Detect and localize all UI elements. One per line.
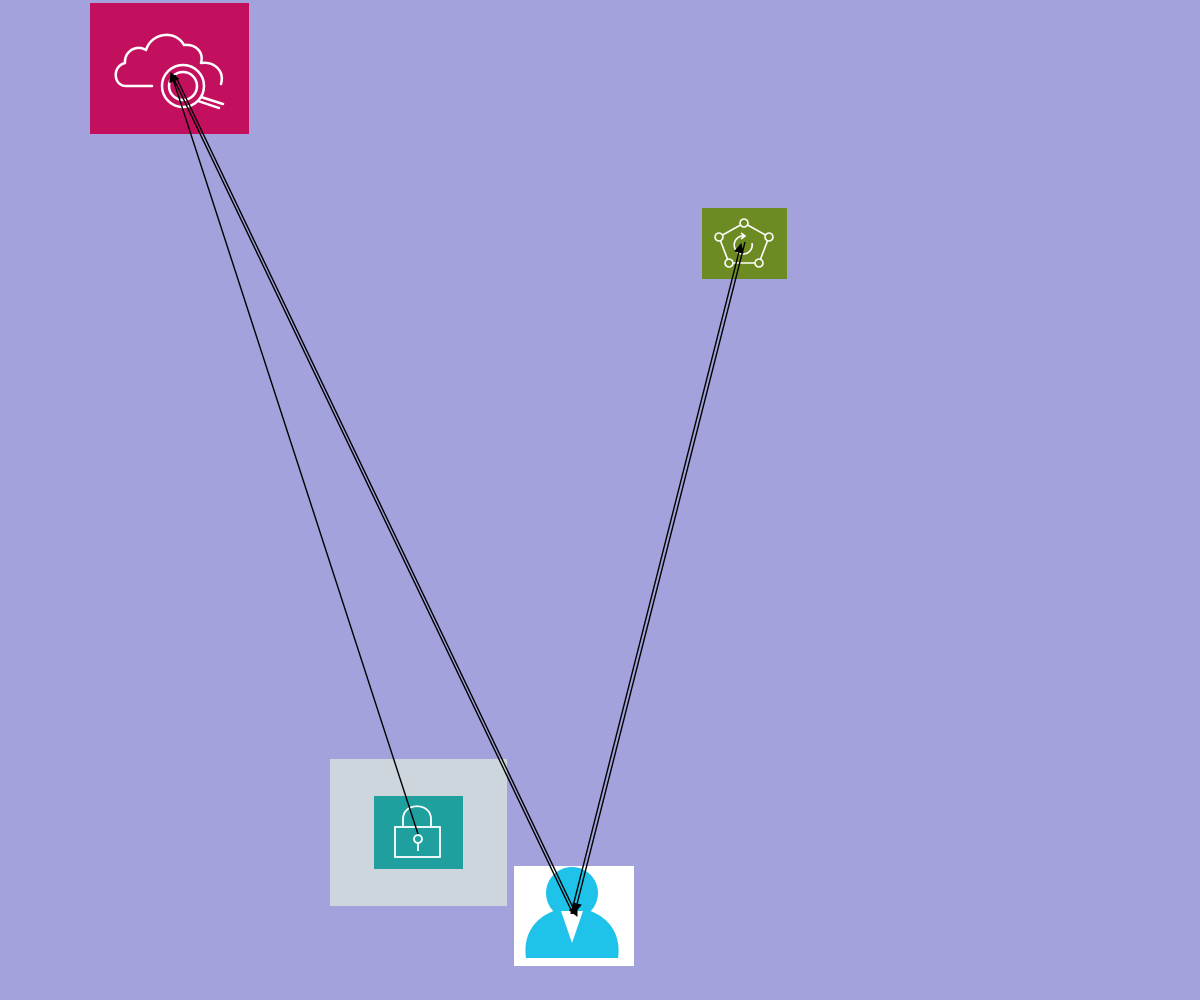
user-node[interactable] [514,866,634,966]
cloud-search-icon [114,33,225,110]
connectors [169,72,746,917]
connector-network-hub-to-user [572,241,746,913]
lock-icon [394,805,441,858]
lock-node[interactable] [330,759,507,906]
connector-user-to-cloud-search [170,72,574,915]
user-icon [525,867,619,958]
cloud-search-node[interactable] [90,3,249,134]
network-hub-icon [714,218,774,268]
connector-cloud-search-to-user [174,74,578,917]
connector-lock-to-cloud-search [169,72,419,835]
connector-user-to-network-hub [570,243,744,915]
